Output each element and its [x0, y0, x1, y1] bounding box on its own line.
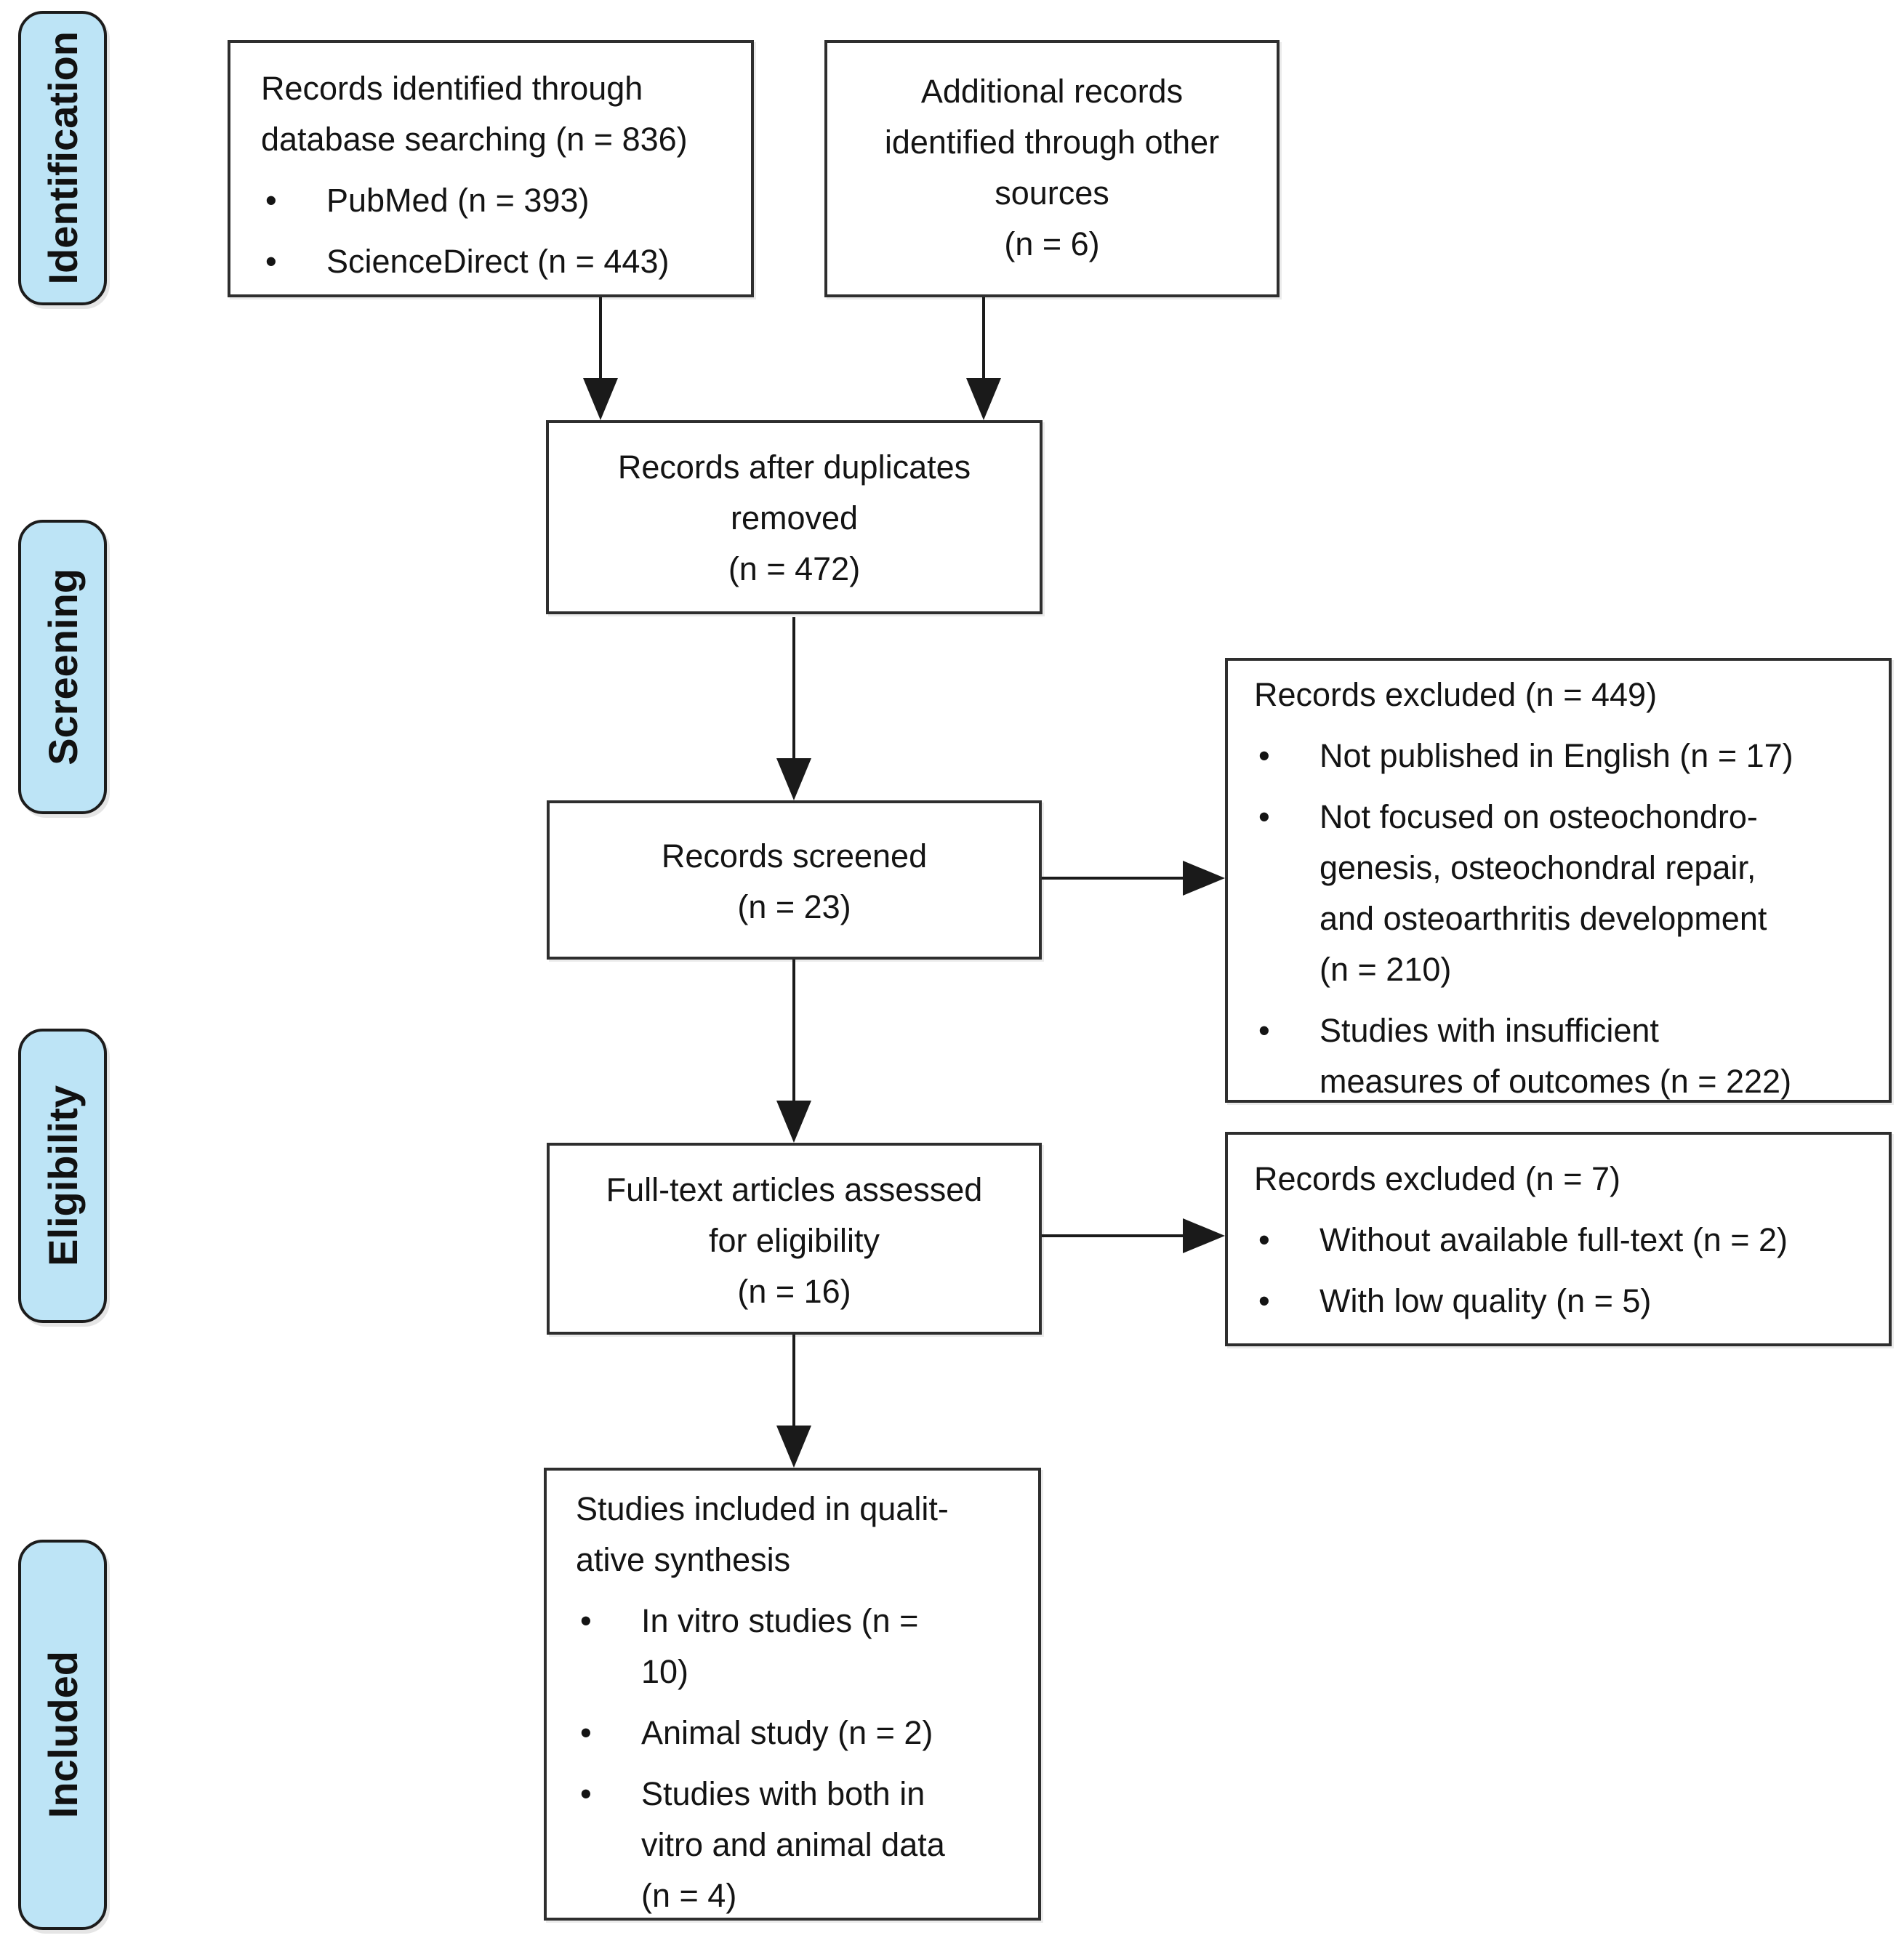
list-item-text: Studies with insufficient — [1319, 1012, 1659, 1049]
bullet-marker: • — [265, 182, 277, 219]
list-item-text: genesis, osteochondral repair, — [1319, 849, 1756, 886]
connector-screened-to-excluded-line — [1042, 877, 1184, 880]
stage-screening-label: Screening — [39, 568, 86, 765]
box-studies-included-title-line: ative synthesis — [576, 1541, 791, 1578]
box-records-identified-title-line: Records identified through — [261, 70, 643, 107]
list-item-text: With low quality (n = 5) — [1319, 1282, 1652, 1319]
stage-identification-label: Identification — [39, 31, 86, 285]
list-item: • Without available full-text (n = 2) — [1254, 1215, 1879, 1266]
bullet-marker: • — [265, 243, 277, 280]
connector-dedup-to-screened-line — [792, 617, 795, 759]
box-records-screened: Records screened (n = 23) — [547, 800, 1042, 960]
arrowhead-right-icon — [1183, 1218, 1225, 1253]
bullet-marker: • — [580, 1714, 592, 1751]
arrowhead-down-icon — [776, 1101, 811, 1143]
list-item: • In vitro studies (n = 10) — [576, 1596, 1025, 1697]
box-fulltext-assessed-line: (n = 16) — [737, 1273, 851, 1310]
connector-fulltext-to-included-line — [792, 1335, 795, 1427]
list-item-text: (n = 4) — [641, 1877, 737, 1914]
box-records-excluded-screening: Records excluded (n = 449) • Not publish… — [1225, 658, 1892, 1103]
list-item-text: Studies with both in — [641, 1775, 925, 1812]
box-additional-records-line: (n = 6) — [1004, 225, 1100, 262]
list-item-text: PubMed (n = 393) — [326, 182, 590, 219]
arrowhead-down-icon — [776, 1426, 811, 1468]
connector-screened-to-fulltext-line — [792, 960, 795, 1102]
connector-additional-to-dedup-line — [982, 297, 985, 379]
box-additional-records-line: identified through other — [884, 124, 1220, 161]
list-item-text: 10) — [641, 1653, 689, 1690]
stage-eligibility: Eligibility — [18, 1029, 107, 1323]
box-studies-included: Studies included in qualit- ative synthe… — [544, 1468, 1041, 1921]
list-item: • Animal study (n = 2) — [576, 1708, 1025, 1758]
bullet-marker: • — [1258, 798, 1270, 835]
box-fulltext-assessed-line: Full-text articles assessed — [606, 1171, 983, 1208]
list-item: • ScienceDirect (n = 443) — [261, 236, 738, 287]
stage-included-label: Included — [39, 1651, 86, 1819]
box-records-screened-line: (n = 23) — [737, 888, 851, 925]
bullet-marker: • — [580, 1775, 592, 1812]
box-duplicates-removed-line: removed — [730, 499, 859, 536]
list-item: • With low quality (n = 5) — [1254, 1276, 1879, 1327]
connector-fulltext-to-excluded-line — [1042, 1234, 1184, 1237]
bullet-marker: • — [1258, 737, 1270, 774]
bullet-marker: • — [1258, 1282, 1270, 1319]
list-item: • Studies with insufficient measures of … — [1254, 1005, 1879, 1107]
list-item-text: measures of outcomes (n = 222) — [1319, 1063, 1792, 1100]
list-item-text: Without available full-text (n = 2) — [1319, 1221, 1788, 1258]
list-item-text: Animal study (n = 2) — [641, 1714, 933, 1751]
box-additional-records-line: sources — [995, 174, 1109, 212]
box-fulltext-assessed: Full-text articles assessed for eligibil… — [547, 1143, 1042, 1335]
box-fulltext-assessed-line: for eligibility — [708, 1222, 880, 1259]
box-records-identified-title-line: database searching (n = 836) — [261, 121, 688, 158]
arrowhead-down-icon — [583, 378, 618, 420]
box-additional-records-line: Additional records — [920, 73, 1184, 110]
list-item-text: Not focused on osteochondro- — [1319, 798, 1758, 835]
list-item-text: In vitro studies (n = — [641, 1602, 919, 1639]
list-item-text: ScienceDirect (n = 443) — [326, 243, 670, 280]
box-records-screened-line: Records screened — [661, 837, 928, 875]
list-item: • Not focused on osteochondro- genesis, … — [1254, 792, 1879, 995]
box-studies-included-title-line: Studies included in qualit- — [576, 1490, 949, 1527]
bullet-marker: • — [1258, 1012, 1270, 1049]
bullet-marker: • — [1258, 1221, 1270, 1258]
arrowhead-down-icon — [776, 758, 811, 800]
box-additional-records: Additional records identified through ot… — [824, 40, 1280, 297]
connector-identified-to-dedup-line — [599, 297, 602, 379]
list-item: • Not published in English (n = 17) — [1254, 731, 1879, 781]
stage-identification: Identification — [18, 11, 107, 305]
bullet-marker: • — [580, 1602, 592, 1639]
box-records-excluded-eligibility: Records excluded (n = 7) • Without avail… — [1225, 1132, 1892, 1346]
box-duplicates-removed-line: (n = 472) — [728, 550, 861, 587]
box-records-identified: Records identified through database sear… — [228, 40, 754, 297]
stage-eligibility-label: Eligibility — [39, 1085, 86, 1266]
box-records-excluded-eligibility-title: Records excluded (n = 7) — [1254, 1160, 1621, 1197]
list-item-text: and osteoarthritis development — [1319, 900, 1767, 937]
arrowhead-down-icon — [966, 378, 1001, 420]
stage-included: Included — [18, 1540, 107, 1930]
list-item-text: vitro and animal data — [641, 1826, 945, 1863]
list-item-text: Not published in English (n = 17) — [1319, 737, 1793, 774]
box-records-excluded-screening-title: Records excluded (n = 449) — [1254, 676, 1658, 713]
list-item: • PubMed (n = 393) — [261, 175, 738, 226]
box-duplicates-removed-line: Records after duplicates — [617, 449, 971, 486]
list-item-text: (n = 210) — [1319, 951, 1452, 988]
list-item: • Studies with both in vitro and animal … — [576, 1769, 1025, 1921]
stage-screening: Screening — [18, 520, 107, 814]
arrowhead-right-icon — [1183, 861, 1225, 896]
box-duplicates-removed: Records after duplicates removed (n = 47… — [546, 420, 1043, 614]
